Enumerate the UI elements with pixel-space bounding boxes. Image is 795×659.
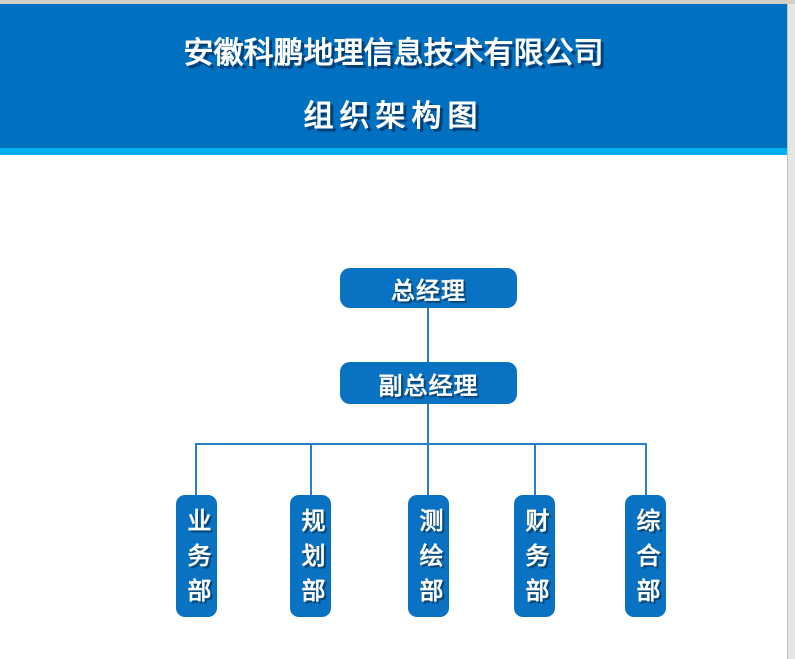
org-node-planning-dept[interactable]: 规划部 [290, 495, 331, 617]
company-title: 安徽科鹏地理信息技术有限公司 [183, 37, 604, 70]
org-node-finance-dept[interactable]: 财务部 [514, 495, 555, 617]
dept-label: 规划部 [297, 508, 324, 613]
connector-drop-dept-4 [534, 443, 536, 496]
connector-drop-dept-5 [645, 443, 647, 496]
dept-label: 测绘部 [415, 508, 442, 613]
scrollbar-track[interactable] [787, 0, 795, 659]
connector-drop-dept-3 [427, 443, 429, 496]
org-node-surveying-dept[interactable]: 测绘部 [408, 495, 449, 617]
dept-label: 业务部 [183, 508, 210, 613]
connector-dgm-to-branch [427, 404, 429, 444]
chart-subtitle: 组织架构图 [303, 100, 484, 133]
connector-gm-to-dgm [427, 308, 429, 362]
dept-label: 财务部 [521, 508, 548, 613]
org-node-business-dept[interactable]: 业务部 [176, 495, 217, 617]
header-accent-strip [0, 148, 787, 155]
connector-branch-horizontal [195, 443, 647, 445]
org-node-deputy-general-manager[interactable]: 副总经理 [340, 362, 517, 404]
org-node-general-manager[interactable]: 总经理 [340, 268, 517, 308]
connector-drop-dept-1 [195, 443, 197, 496]
window-top-border [0, 0, 795, 4]
dept-label: 综合部 [632, 508, 659, 613]
header-banner [0, 4, 787, 148]
org-node-general-affairs-dept[interactable]: 综合部 [625, 495, 666, 617]
connector-drop-dept-2 [310, 443, 312, 496]
